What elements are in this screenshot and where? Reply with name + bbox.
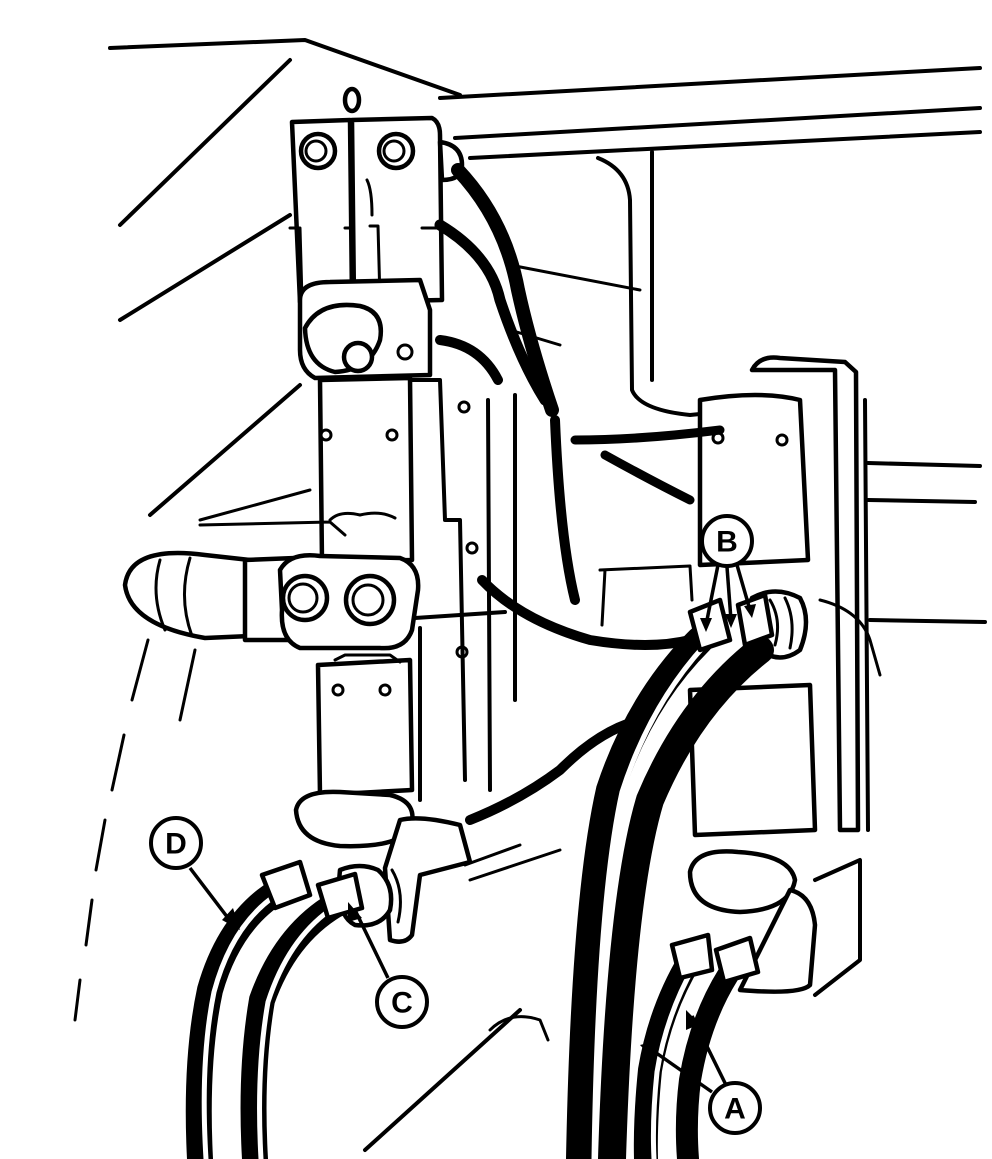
callout-label-D: D [165, 828, 187, 861]
callout-circle [708, 1081, 762, 1135]
port-fitting-icon [343, 573, 397, 627]
callout-A: A [640, 1010, 762, 1135]
callout-C: C [348, 902, 429, 1029]
callout-circle [149, 816, 203, 870]
center-port-block [122, 511, 507, 651]
port-fitting-icon [280, 573, 330, 623]
callout-label-A: A [724, 1093, 746, 1126]
bolt-icon [376, 131, 416, 171]
upper-bracket-assembly [288, 86, 465, 305]
lower-left-block [293, 653, 473, 944]
frame-structure [73, 38, 987, 1152]
right-bracket-plate [349, 115, 445, 305]
callout-circle [700, 514, 754, 568]
hose-set-D-C [185, 859, 365, 1159]
callout-circle [375, 975, 429, 1029]
callout-label-B: B [716, 526, 738, 559]
upper-hoses [434, 163, 559, 417]
hose-set-A [488, 932, 761, 1159]
callout-label-C: C [391, 987, 413, 1020]
callout-B: B [700, 514, 756, 632]
callout-D: D [149, 816, 240, 930]
bolt-icon [298, 131, 338, 171]
lower-right-block [598, 355, 882, 997]
